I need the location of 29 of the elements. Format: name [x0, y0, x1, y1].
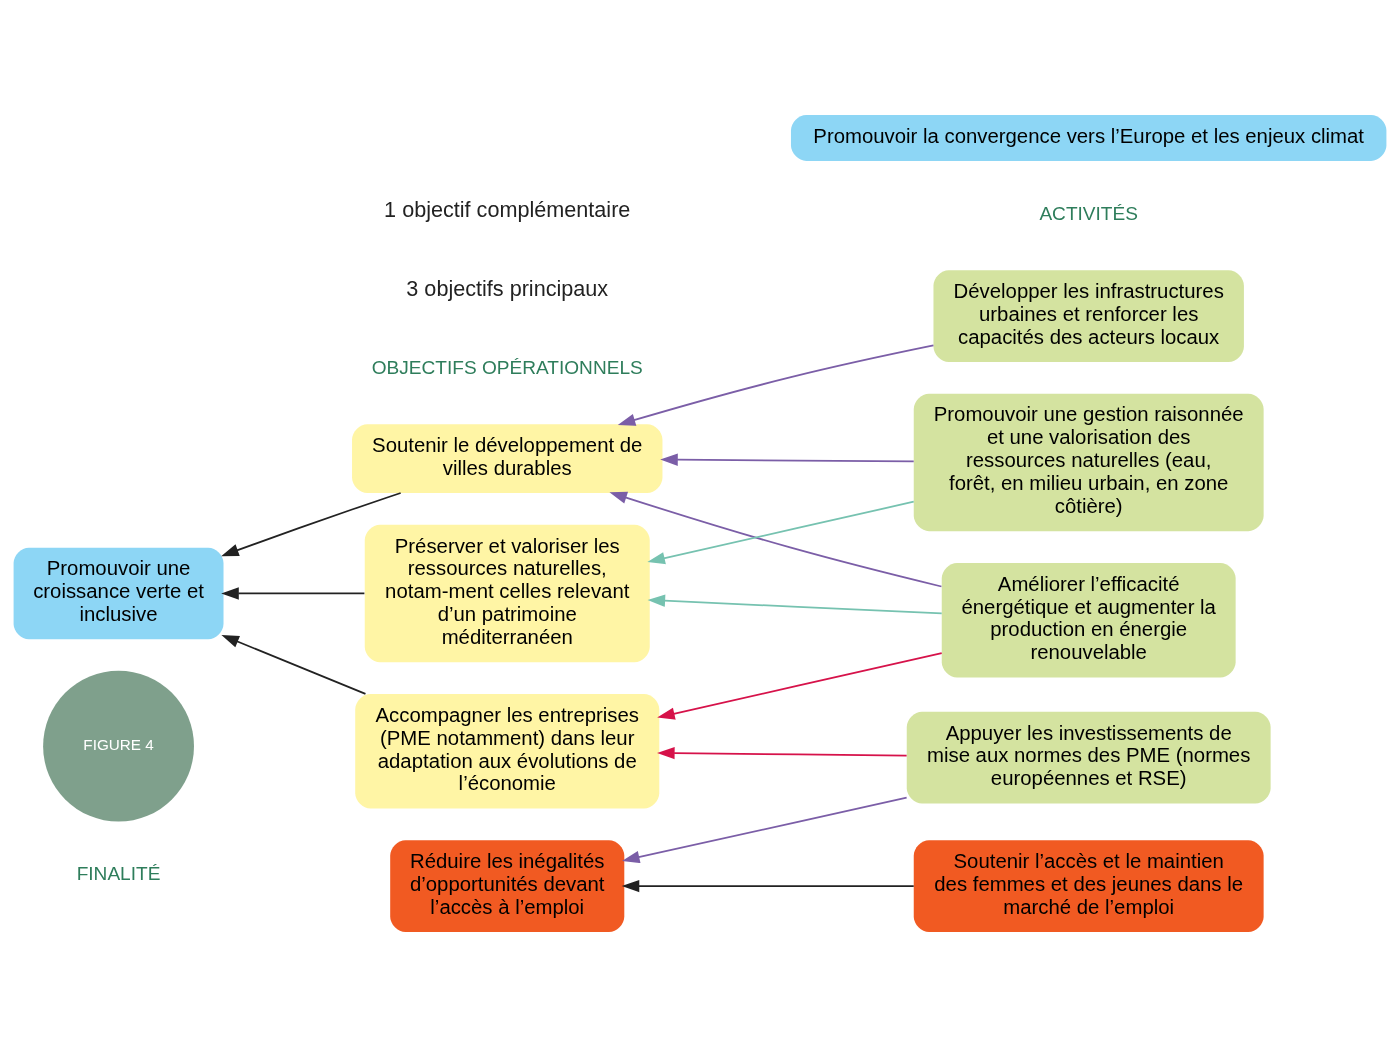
arrow: [221, 492, 402, 557]
arrow: [621, 879, 915, 893]
arrow: [657, 652, 943, 720]
node-box: Promouvoir une gestion raisonnée et une valorisation des ressources naturelles (eau, forêt, en milieu urbain, en zone côtière): [913, 393, 1264, 532]
label: 3 objectifs principaux: [406, 275, 609, 301]
node-box: Réduire les inégalités d’opportunités devant l’accès à l’emploi: [390, 840, 625, 932]
node-box: Améliorer l’efficacité énergétique et augmenter la production en énergie renouvelable: [941, 562, 1236, 678]
arrow: [221, 635, 367, 695]
arrow: [657, 746, 908, 760]
node-box: Accompagner les entreprises (PME notamment) dans leur adaptation aux évolutions de l’économie: [355, 694, 660, 809]
arrow: [647, 594, 943, 615]
node-box: Appuyer les investissements de mise aux normes des PME (normes européennes et RSE): [906, 711, 1271, 804]
node-box: Préserver et valoriser les ressources naturelles, notam-ment celles relevant d’un patrimoine méditerranéen: [364, 524, 650, 663]
node-box: Soutenir le développement de villes durables: [352, 424, 663, 493]
label: 1 objectif complémentaire: [384, 197, 631, 222]
node-box: Promouvoir une croissance verte et inclusive: [13, 547, 224, 640]
label: FINALITÉ: [76, 863, 161, 885]
arrow: [221, 587, 366, 600]
node-circle: FIGURE 4: [43, 670, 194, 822]
node-box: Promouvoir la convergence vers l’Europe et les enjeux climat: [790, 115, 1387, 161]
label: ACTIVITÉS: [1039, 203, 1138, 225]
node-box: Développer les infrastructures urbaines et renforcer les capacités des acteurs locaux: [933, 270, 1244, 362]
arrow: [647, 500, 915, 565]
label: OBJECTIFS OPÉRATIONNELS: [371, 357, 643, 378]
arrow: [617, 344, 935, 426]
arrow: [660, 453, 915, 466]
arrow: [622, 796, 908, 864]
arrow: [609, 491, 943, 588]
node-box: Soutenir l’accès et le maintien des femmes et des jeunes dans le marché de l’emploi: [913, 840, 1264, 932]
